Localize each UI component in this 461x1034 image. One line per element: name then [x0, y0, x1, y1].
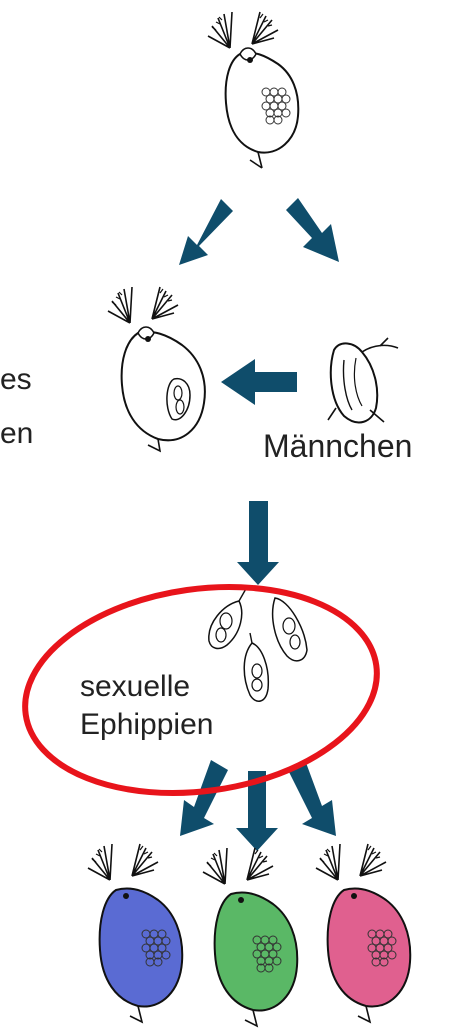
daphnia-offspring-green-icon — [203, 848, 297, 1026]
cut-label-line2: en — [0, 416, 33, 452]
sexual-label-line1: sexuelle — [80, 668, 213, 706]
ephippium-egg-icon — [209, 587, 247, 648]
cut-label-line1: es — [0, 362, 32, 398]
male-label: Männchen — [263, 428, 412, 465]
sexual-label-line2: Ephippien — [80, 706, 213, 744]
sexual-ephippia-label: sexuelle Ephippien — [80, 668, 213, 744]
arrow-down-left — [179, 199, 233, 265]
daphnia-with-ephippium-icon — [108, 287, 205, 451]
arrow-down-left-offspring — [180, 760, 228, 836]
ephippium-egg-icon — [273, 598, 307, 661]
arrow-down — [237, 501, 279, 585]
daphnia-offspring-blue-icon — [88, 844, 182, 1022]
arrow-left — [221, 359, 297, 405]
daphnia-male-icon — [328, 338, 398, 422]
arrow-down-right-offspring — [288, 760, 336, 836]
arrow-down-right — [286, 198, 339, 262]
daphnia-offspring-pink-icon — [316, 844, 410, 1022]
daphnia-female-icon — [208, 12, 298, 168]
ephippium-egg-icon — [244, 633, 268, 701]
